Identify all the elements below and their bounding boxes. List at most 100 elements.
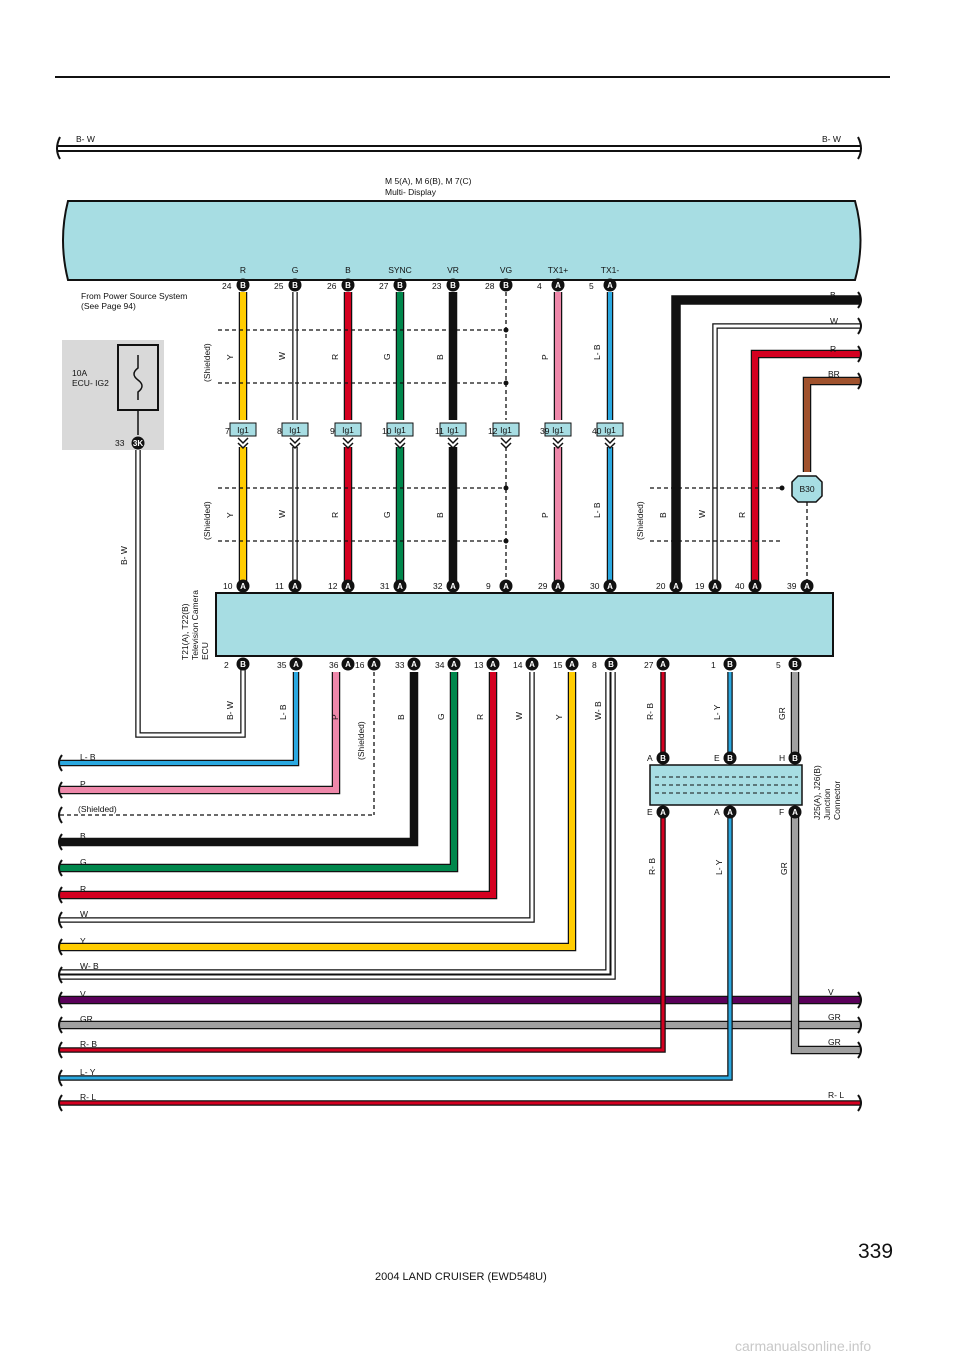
break-left-10 (58, 1016, 63, 1034)
break-left-2 (58, 806, 63, 824)
watermark: carmanualsonline.info (735, 1338, 871, 1354)
break-left-4 (58, 859, 63, 877)
connector-lower-30: A (603, 579, 617, 593)
wire-bottom-r (60, 672, 498, 900)
bottom-left-label-0: L- B (80, 752, 96, 762)
pin-bottom-2: 2 (224, 660, 229, 670)
bottom-right-label-3: R- L (828, 1090, 844, 1100)
junction-top-pin-0: A (647, 753, 653, 763)
pin-top-5: 5 (589, 281, 594, 291)
pin-top-25: 25 (274, 281, 284, 291)
svg-text:A: A (555, 582, 561, 591)
pin-lower-12: 12 (328, 581, 338, 591)
bottom-right-label-1: GR (828, 1012, 841, 1022)
wire-label-bottom-4: B (396, 714, 406, 720)
pin-top-24: 24 (222, 281, 232, 291)
junction-bottom-pin-0: E (647, 807, 653, 817)
pin-bottom-14: 14 (513, 660, 523, 670)
wire-rev-bottom (60, 812, 666, 1053)
bottom-left-label-3: B (80, 831, 86, 841)
wire-label-bottom-8: Y (554, 714, 564, 720)
page-number: 339 (858, 1240, 893, 1263)
connector-right-19: A (708, 579, 722, 593)
svg-text:A: A (727, 808, 733, 817)
wire-label-bottom-0: B- W (225, 701, 235, 720)
break-right-b-3 (857, 1094, 862, 1112)
break-left-12 (58, 1069, 63, 1087)
break-right-1 (857, 317, 862, 335)
connector-lower-12: A (341, 579, 355, 593)
svg-text:B: B (792, 754, 798, 763)
sig-top-VR: VR (447, 265, 459, 275)
wire-right-br (802, 376, 860, 472)
svg-text:B30: B30 (799, 484, 814, 494)
break-right-3 (857, 372, 862, 390)
ecu-title-1: T21(A), T22(B) (180, 603, 190, 660)
junction-title-1: J25(A), J26(B) (812, 765, 822, 820)
pin-ig-11: 11 (435, 426, 444, 436)
break-left-7 (58, 938, 63, 956)
wire-label-mid-1: W (277, 510, 287, 518)
wire-bottom-b (60, 672, 419, 847)
wire-right-label-br: BR (828, 369, 840, 379)
footer-text: 2004 LAND CRUISER (EWD548U) (375, 1271, 547, 1283)
pin-right-20: 20 (656, 581, 666, 591)
pin-bottom-36: 36 (329, 660, 339, 670)
bottom-left-label-6: W (80, 909, 88, 919)
pin-right-40: 40 (735, 581, 745, 591)
pin-bottom-16: 16 (355, 660, 365, 670)
svg-text:Ig1: Ig1 (447, 425, 459, 435)
wire-label-mid-6: P (540, 512, 550, 518)
wire-bottom-wb-2 (60, 672, 616, 980)
svg-text:B: B (792, 660, 798, 669)
connector-bottom-34: A (447, 657, 461, 671)
break-left-3 (58, 833, 63, 851)
sig-top-VG: VG (500, 265, 512, 275)
connector-top-5: A (603, 278, 617, 292)
connector-bottom-13: A (486, 657, 500, 671)
bus-right-label: B- W (822, 134, 841, 144)
pin-bottom-15: 15 (553, 660, 563, 670)
junction-bottom-pin-1: A (714, 807, 720, 817)
pin-right-39: 39 (787, 581, 797, 591)
shielded-mid: (Shielded) (202, 501, 212, 540)
junction-title-3: Connector (832, 781, 842, 820)
fuse-icon (133, 355, 143, 400)
wire-b-w-power (135, 450, 246, 738)
junction-title-2: Junction (822, 788, 832, 820)
svg-text:Ig1: Ig1 (289, 425, 301, 435)
svg-text:A: A (240, 582, 246, 591)
svg-text:A: A (503, 582, 509, 591)
ig-connector-12: Ig1 (492, 422, 520, 450)
junction-bottom-pin-2: F (779, 807, 784, 817)
svg-text:B: B (397, 281, 403, 290)
pin-lower-10: 10 (223, 581, 233, 591)
pin-bottom-27: 27 (644, 660, 654, 670)
pin-ig-12: 12 (488, 426, 498, 436)
pin-right-19: 19 (695, 581, 705, 591)
bottom-left-label-9: V (80, 989, 86, 999)
wire-label-mid-3: G (382, 511, 392, 518)
fuse-rating: 10A (72, 368, 87, 378)
svg-text:B: B (240, 660, 246, 669)
break-right-b-0 (857, 991, 862, 1009)
pin-lower-31: 31 (380, 581, 390, 591)
power-page: (See Page 94) (81, 301, 136, 311)
wire-bottom-w (60, 672, 535, 923)
connector-lower-9: A (499, 579, 513, 593)
connector-bottom-14: A (525, 657, 539, 671)
wire-label-bottom-10: R- B (645, 703, 655, 720)
bottom-left-label-5: R (80, 884, 86, 894)
wire-label-right-1: W (697, 510, 707, 518)
connector-top-26: B (341, 278, 355, 292)
break-left-0 (58, 754, 63, 772)
connector-bottom-36: A (341, 657, 355, 671)
break-left-9 (58, 991, 63, 1009)
wire-label-top-3: G (382, 353, 392, 360)
svg-text:3K: 3K (133, 439, 143, 448)
pin-lower-29: 29 (538, 581, 548, 591)
pin-lower-32: 32 (433, 581, 443, 591)
svg-text:A: A (450, 582, 456, 591)
wire-bottom-y (60, 672, 577, 952)
